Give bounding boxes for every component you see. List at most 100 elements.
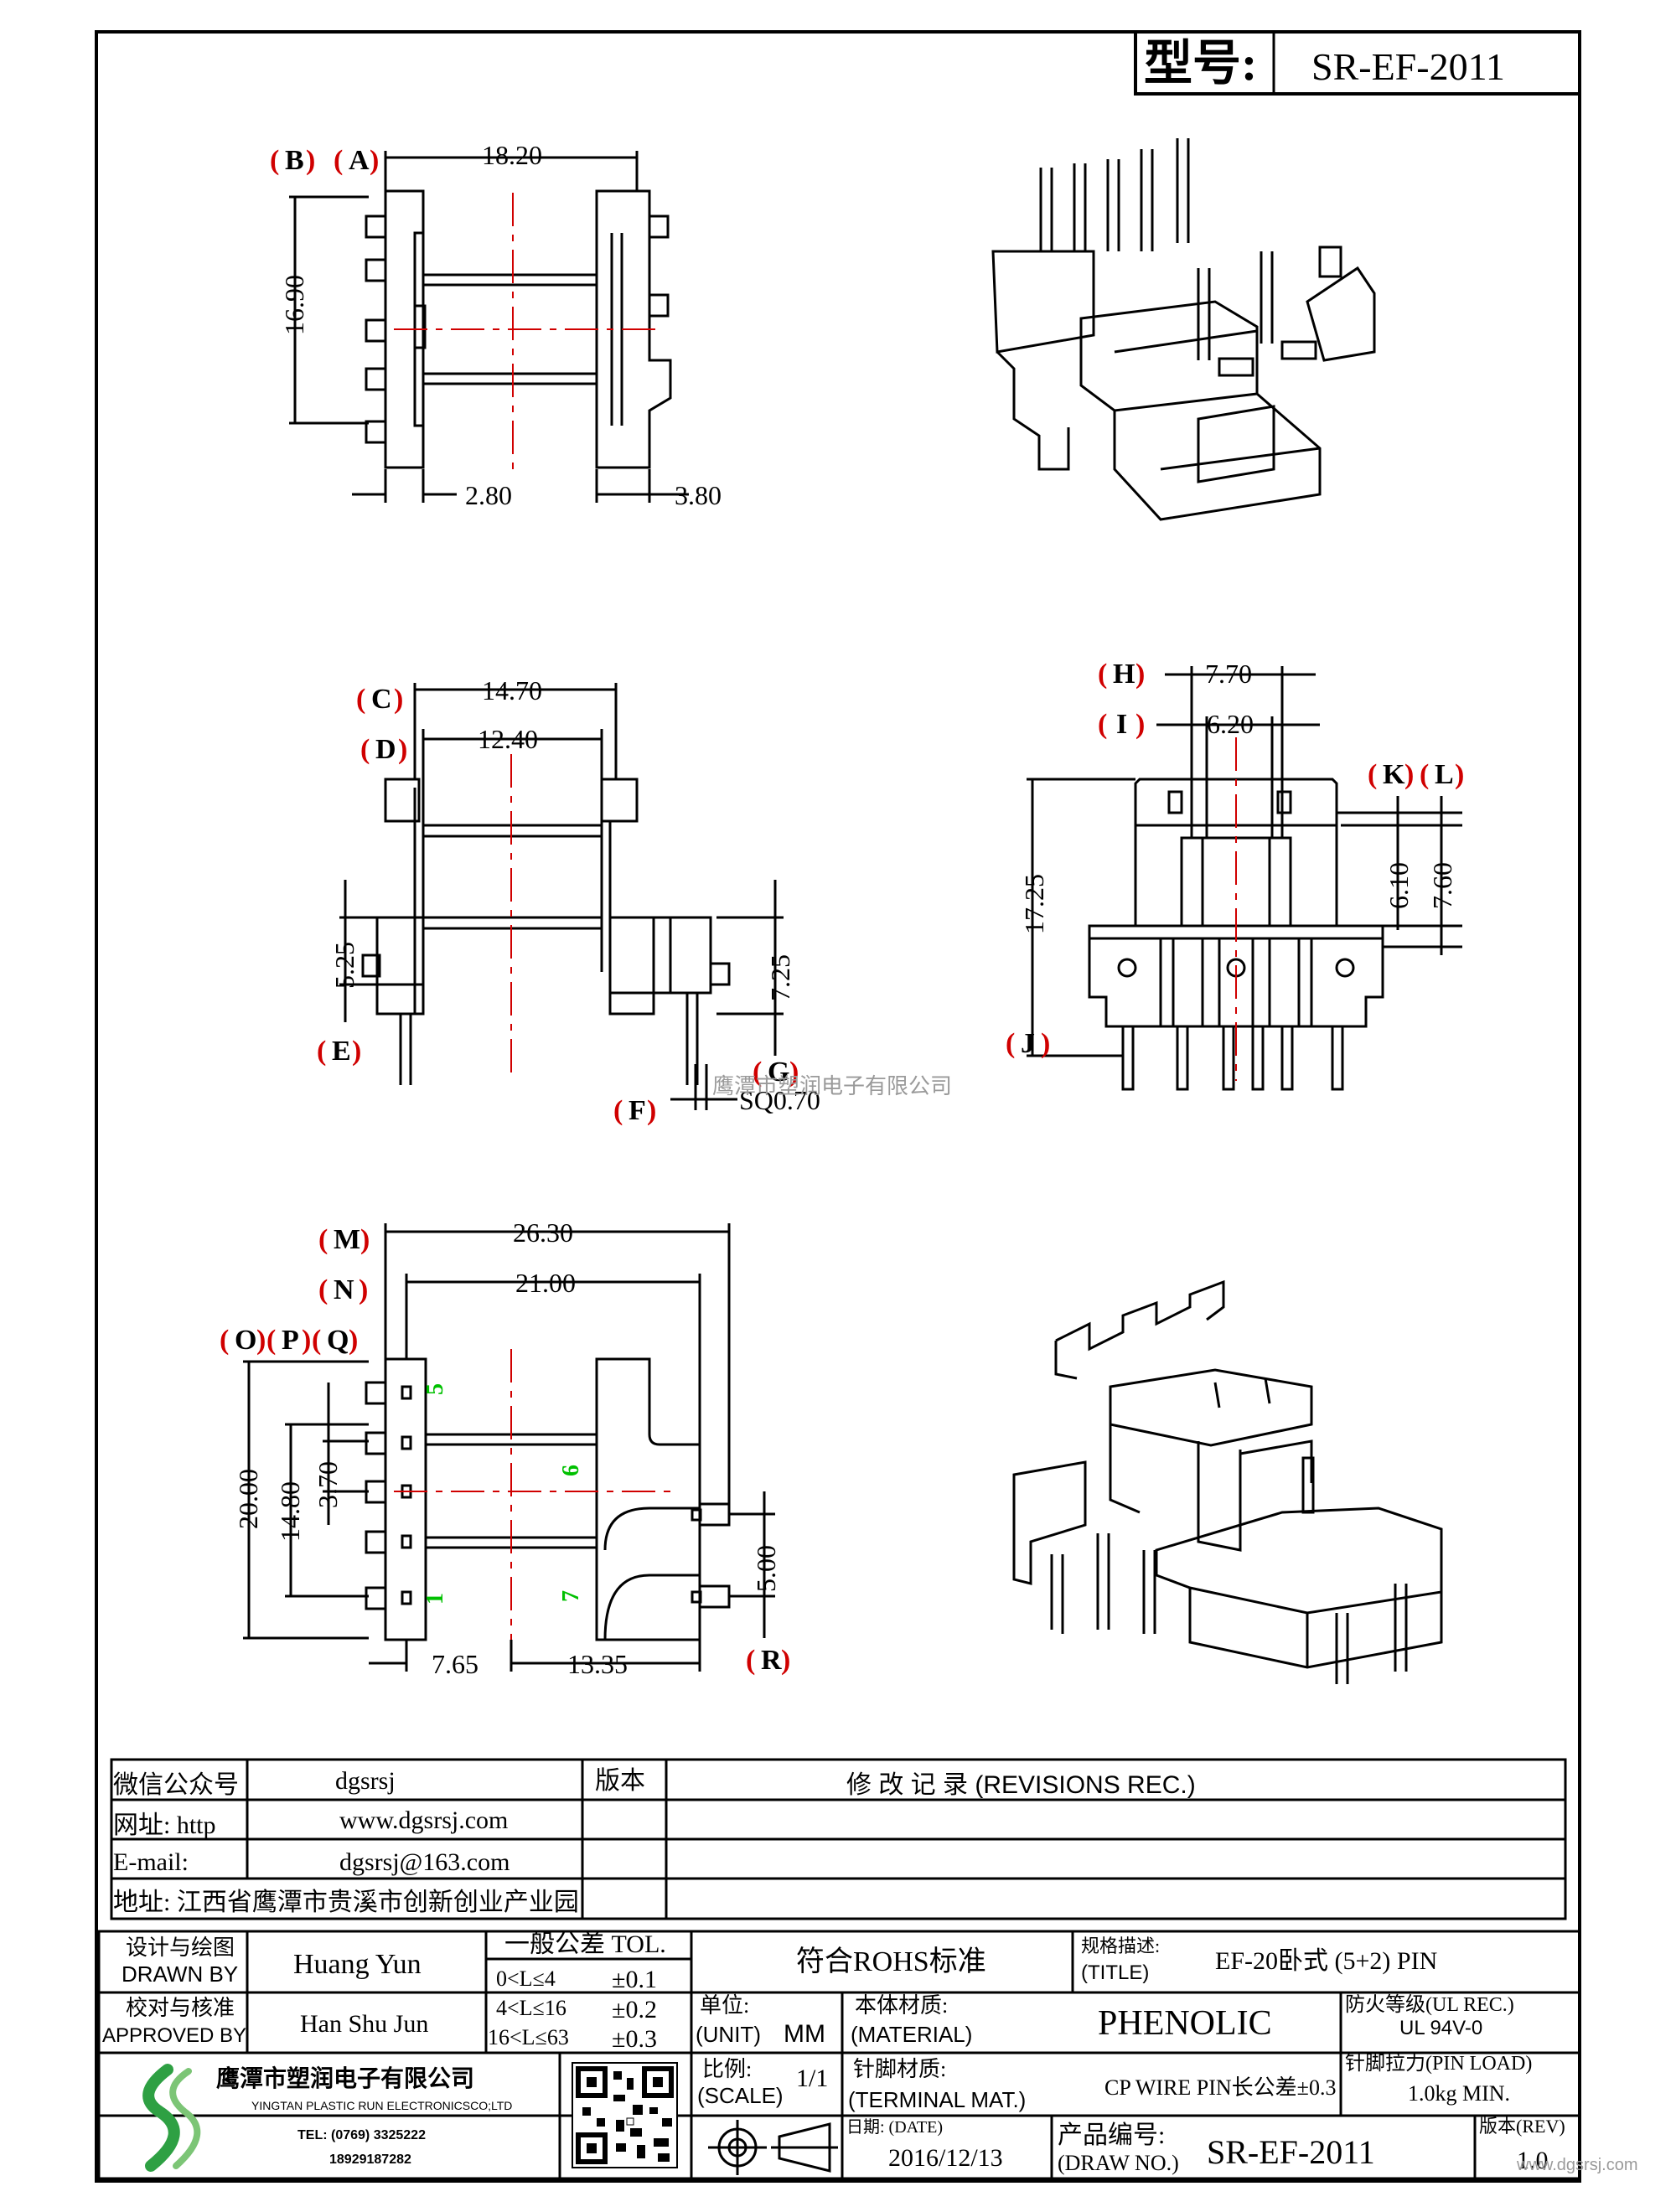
dim-side-mid1: 6.10 xyxy=(1384,862,1414,909)
tol-range-2: 4<L≤16 xyxy=(496,1996,566,2020)
label-j-close: ) xyxy=(1041,1028,1050,1059)
dim-bottom-b2: 13.35 xyxy=(567,1649,628,1679)
label-i: I xyxy=(1116,709,1127,740)
approved-by-en: APPROVED BY xyxy=(102,2024,246,2047)
material-label-cn: 本体材质: xyxy=(855,1993,948,2018)
dim-front-left: 5.25 xyxy=(329,942,360,989)
rev-value: 1.0 xyxy=(1517,2147,1549,2174)
top-view xyxy=(289,151,689,503)
dim-top-height: 16.90 xyxy=(279,275,309,335)
fire-rating-value: UL 94V-0 xyxy=(1399,2017,1482,2039)
label-o-paren: ( xyxy=(220,1325,229,1356)
address: 地址: 江西省鹰潭市贵溪市创新创业产业园 xyxy=(113,1889,579,1916)
drawn-by-name: Huang Yun xyxy=(293,1949,422,1980)
model-value: SR-EF-2011 xyxy=(1311,45,1505,88)
dim-top-width: 18.20 xyxy=(482,140,542,170)
label-p-paren: ( xyxy=(266,1325,276,1356)
label-e: E xyxy=(332,1036,351,1067)
label-p-close: ) xyxy=(302,1325,311,1356)
label-g-close: ) xyxy=(789,1057,799,1088)
label-f: F xyxy=(628,1095,646,1126)
wechat-value: dgsrsj xyxy=(335,1767,396,1795)
label-i-paren: ( xyxy=(1098,709,1107,740)
label-k-close: ) xyxy=(1404,759,1414,790)
date-label: 日期: (DATE) xyxy=(846,2118,943,2137)
tol-value-2: ±0.2 xyxy=(612,1996,657,2023)
pin-number-5: 5 xyxy=(422,1383,448,1395)
label-f-close: ) xyxy=(647,1095,656,1126)
label-m: M xyxy=(334,1224,360,1255)
label-q-close: ) xyxy=(349,1325,358,1356)
label-b-paren: ( xyxy=(270,145,279,176)
wechat-label: 微信公众号 xyxy=(113,1771,239,1799)
watermark: 鹰潭市塑润电子有限公司 xyxy=(712,1073,952,1098)
dim-side-height: 17.25 xyxy=(1019,874,1049,934)
site-watermark: www.dgsrsj.com xyxy=(1516,2156,1637,2174)
rev-label: 版本(REV) xyxy=(1479,2116,1565,2137)
revisions-table xyxy=(110,1758,1567,1920)
unit-label-cn: 单位: xyxy=(700,1993,749,2018)
email-value: dgsrsj@163.com xyxy=(339,1848,510,1876)
label-n-paren: ( xyxy=(318,1274,328,1305)
label-l-close: ) xyxy=(1455,759,1464,790)
dim-front-right: 7.25 xyxy=(765,954,795,1001)
label-m-close: ) xyxy=(360,1224,370,1255)
company-tel: TEL: (0769) 3325222 xyxy=(297,2128,426,2142)
label-a: A xyxy=(349,145,370,176)
version-label: 版本 xyxy=(595,1767,645,1795)
dim-bottom-r: 5.00 xyxy=(751,1545,781,1592)
outer-border xyxy=(95,30,1581,2183)
unit-value: MM xyxy=(784,2020,825,2048)
label-r-close: ) xyxy=(781,1645,790,1676)
dim-side-outer: 7.70 xyxy=(1205,659,1252,689)
draw-no-value: SR-EF-2011 xyxy=(1207,2133,1375,2171)
label-b-paren-close: ) xyxy=(306,145,315,176)
front-view xyxy=(339,683,784,1110)
label-f-paren: ( xyxy=(613,1095,623,1126)
pin-number-1: 1 xyxy=(422,1593,448,1605)
scale-value: 1/1 xyxy=(796,2065,828,2092)
label-h-paren: ( xyxy=(1098,659,1107,690)
label-g: G xyxy=(768,1057,789,1088)
unit-label-en: (UNIT) xyxy=(696,2022,761,2047)
rohs-statement: 符合ROHS标准 xyxy=(796,1946,986,1977)
dim-top-left: 2.80 xyxy=(465,480,512,510)
tol-value-1: ±0.1 xyxy=(612,1966,657,1993)
bottom-view xyxy=(243,1223,775,1672)
tol-value-3: ±0.3 xyxy=(612,2025,657,2053)
label-l-paren: ( xyxy=(1420,759,1429,790)
isometric-view-top xyxy=(991,138,1376,521)
label-k-paren: ( xyxy=(1368,759,1377,790)
fire-rating-label: 防火等级(UL REC.) xyxy=(1345,1993,1514,2016)
label-d-close: ) xyxy=(398,734,407,765)
tol-range-1: 0<L≤4 xyxy=(496,1967,556,1991)
label-c: C xyxy=(371,684,392,715)
approved-by-name: Han Shu Jun xyxy=(300,2010,428,2038)
dim-front-outer: 14.70 xyxy=(482,675,542,705)
scale-label-en: (SCALE) xyxy=(697,2083,784,2108)
draw-no-label-en: (DRAW NO.) xyxy=(1058,2151,1179,2175)
dim-bottom-body: 21.00 xyxy=(515,1268,576,1298)
pin-load-label: 针脚拉力(PIN LOAD) xyxy=(1345,2052,1532,2075)
label-d: D xyxy=(375,734,396,765)
web-value: www.dgsrsj.com xyxy=(339,1806,508,1834)
pin-number-7: 7 xyxy=(558,1590,584,1602)
label-o-close: ) xyxy=(256,1325,266,1356)
dim-bottom-h1: 20.00 xyxy=(233,1469,263,1529)
material-label-en: (MATERIAL) xyxy=(851,2022,972,2047)
label-j-paren: ( xyxy=(1006,1028,1015,1059)
draw-no-label-cn: 产品编号: xyxy=(1058,2122,1165,2149)
label-c-close: ) xyxy=(394,684,403,715)
model-header: 型号: SR-EF-2011 xyxy=(1134,30,1581,96)
terminal-value: CP WIRE PIN长公差±0.3 xyxy=(1104,2075,1336,2100)
title-value: EF-20卧式 (5+2) PIN xyxy=(1215,1947,1437,1975)
company-name-cn: 鹰潭市塑润电子有限公司 xyxy=(216,2065,474,2092)
isometric-view-bottom xyxy=(1012,1279,1443,1684)
label-a-paren-close: ) xyxy=(370,145,379,176)
approved-by-cn: 校对与核准 xyxy=(126,1996,235,2020)
model-label: 型号: xyxy=(1144,36,1257,90)
label-k: K xyxy=(1383,759,1405,790)
tol-range-3: 16<L≤63 xyxy=(488,2025,569,2049)
